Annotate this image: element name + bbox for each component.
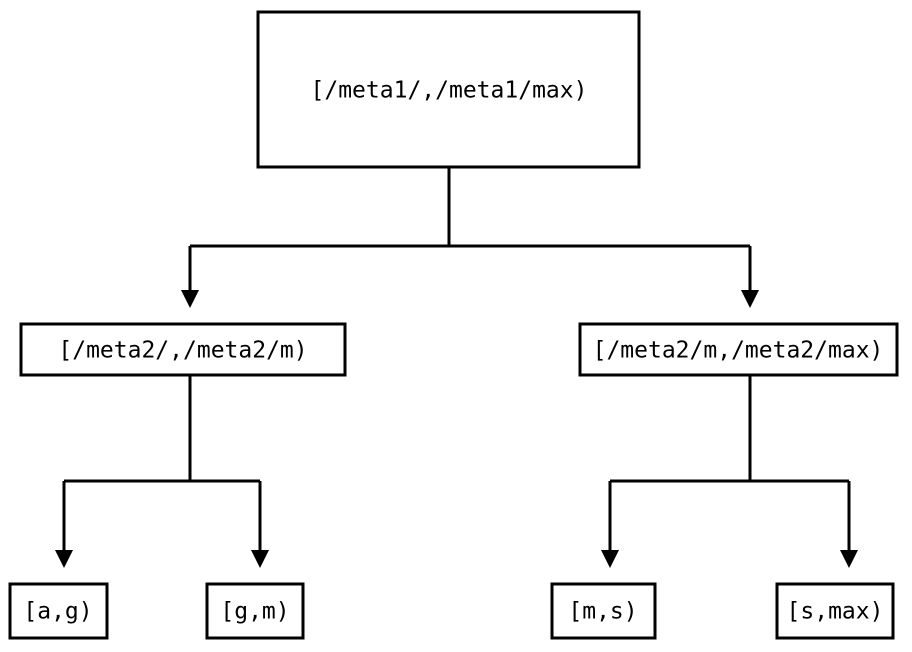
node-mid-left-box[interactable] — [19, 322, 347, 377]
arrowhead-mid-right-to-leaf-s-max — [840, 550, 858, 568]
node-root-label: [/meta1/,/meta1/max) — [311, 78, 588, 104]
node-mid-right[interactable]: [/meta2/m,/meta2/max) — [578, 322, 899, 377]
arrowhead-mid-left-to-leaf-g-m — [251, 550, 269, 568]
node-leaf-a-g-box[interactable] — [8, 582, 109, 640]
edge-group-root — [181, 167, 759, 308]
node-mid-left-label: [/meta2/,/meta2/m) — [58, 338, 307, 364]
node-leaf-m-s-box[interactable] — [550, 582, 657, 640]
node-leaf-a-g[interactable]: [a,g) — [8, 582, 109, 640]
node-leaf-g-m-label: [g,m) — [220, 599, 289, 625]
node-leaf-a-g-label: [a,g) — [23, 599, 92, 625]
arrowhead-root-to-mid-left — [181, 290, 199, 308]
node-leaf-s-max-label: [s,max) — [787, 599, 884, 625]
node-leaf-g-m[interactable]: [g,m) — [205, 582, 305, 640]
node-root-box[interactable] — [256, 10, 641, 169]
node-leaf-s-max-box[interactable] — [775, 582, 895, 640]
arrowhead-root-to-mid-right — [741, 290, 759, 308]
node-leaf-m-s[interactable]: [m,s) — [550, 582, 657, 640]
node-mid-right-label: [/meta2/m,/meta2/max) — [593, 338, 884, 364]
node-leaf-s-max[interactable]: [s,max) — [775, 582, 895, 640]
edge-group-mid-left — [55, 375, 269, 568]
node-mid-right-box[interactable] — [578, 322, 899, 377]
node-leaf-m-s-label: [m,s) — [568, 599, 637, 625]
node-root[interactable]: [/meta1/,/meta1/max) — [256, 10, 641, 169]
arrowhead-mid-right-to-leaf-m-s — [601, 550, 619, 568]
node-mid-left[interactable]: [/meta2/,/meta2/m) — [19, 322, 347, 377]
arrowhead-mid-left-to-leaf-a-g — [55, 550, 73, 568]
node-leaf-g-m-box[interactable] — [205, 582, 305, 640]
edge-group-mid-right — [601, 375, 858, 568]
